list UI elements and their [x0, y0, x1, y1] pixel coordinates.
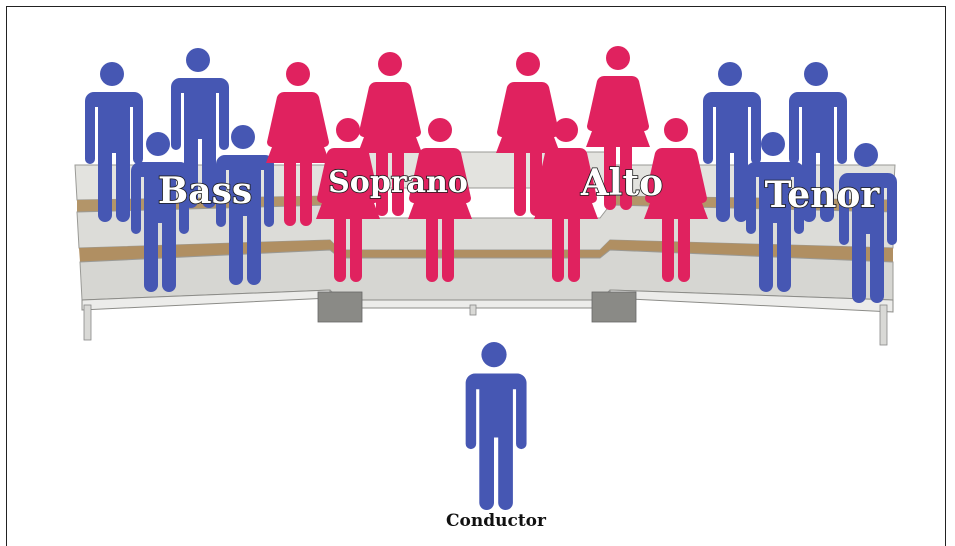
soprano-label: Soprano — [328, 165, 468, 200]
alto-label: Alto — [580, 162, 663, 204]
tenor-label: Tenor — [765, 174, 881, 216]
bass-label: Bass — [158, 170, 252, 212]
conductor-figure — [465, 342, 527, 510]
conductor-label: Conductor — [446, 511, 547, 531]
conductor-singer-icon — [465, 342, 527, 510]
